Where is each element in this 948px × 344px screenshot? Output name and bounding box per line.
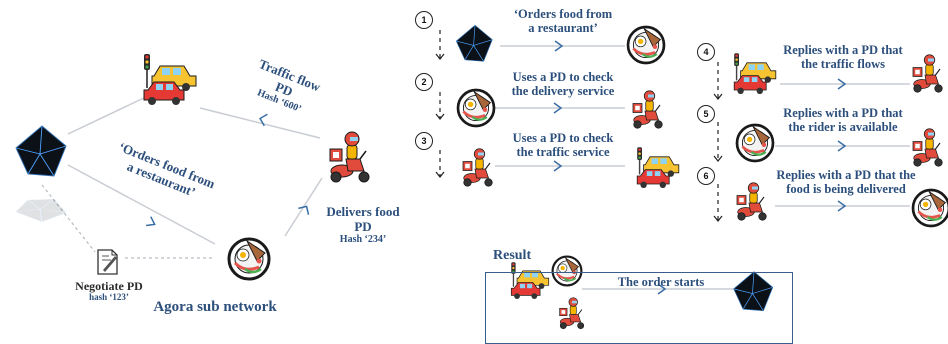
step-2-badge: 2 [415, 73, 433, 91]
result-order-label: The order starts [617, 275, 705, 289]
step-1-badge: 1 [415, 11, 433, 29]
step-5-badge: 5 [697, 105, 715, 123]
traffic-cars-icon [143, 53, 197, 106]
edge-agent-traffic [67, 95, 149, 135]
agent-diamond-icon [15, 125, 67, 177]
delivers-food-label: Delivers food PD Hash ‘234’ [326, 204, 400, 246]
steps-right [713, 52, 948, 228]
arrowhead-traffic [259, 113, 268, 127]
step1-agent-icon [455, 24, 493, 62]
result-content [510, 255, 774, 330]
step1-arrowhead [554, 40, 564, 52]
agora-diagram-canvas [15, 24, 948, 330]
step2-arrowhead [553, 102, 563, 114]
food-plate-icon [227, 237, 271, 281]
step3-traffic-icon [636, 146, 680, 189]
step6-rider-icon [736, 182, 767, 221]
steps-middle [435, 24, 680, 189]
agent-diamond-reflection [15, 198, 67, 223]
edge-agent-negotiate [41, 184, 96, 253]
step4-arrowhead [837, 78, 847, 90]
step6-arrowhead [837, 200, 847, 212]
step-3-badge: 3 [415, 132, 433, 150]
step3-arrowhead [553, 160, 563, 172]
delivery-rider-icon [329, 131, 370, 183]
edge-rider-traffic [199, 107, 321, 139]
result-heading: Result [493, 248, 532, 263]
edge-agent-food [67, 164, 216, 245]
agora-subnetwork-caption: Agora sub network [153, 299, 277, 315]
result-arrowhead [657, 283, 667, 295]
document-pen-icon [97, 249, 118, 275]
left-network [15, 53, 370, 281]
step-6-badge: 6 [697, 167, 715, 185]
step-4-badge: 4 [697, 43, 715, 61]
step5-arrowhead [837, 140, 847, 152]
step5-rider-icon [912, 128, 943, 167]
arrowhead-deliver [298, 205, 310, 215]
negotiate-pd-label: Negotiate PD hash ‘123’ [75, 279, 143, 303]
arrowhead-order [146, 216, 156, 227]
